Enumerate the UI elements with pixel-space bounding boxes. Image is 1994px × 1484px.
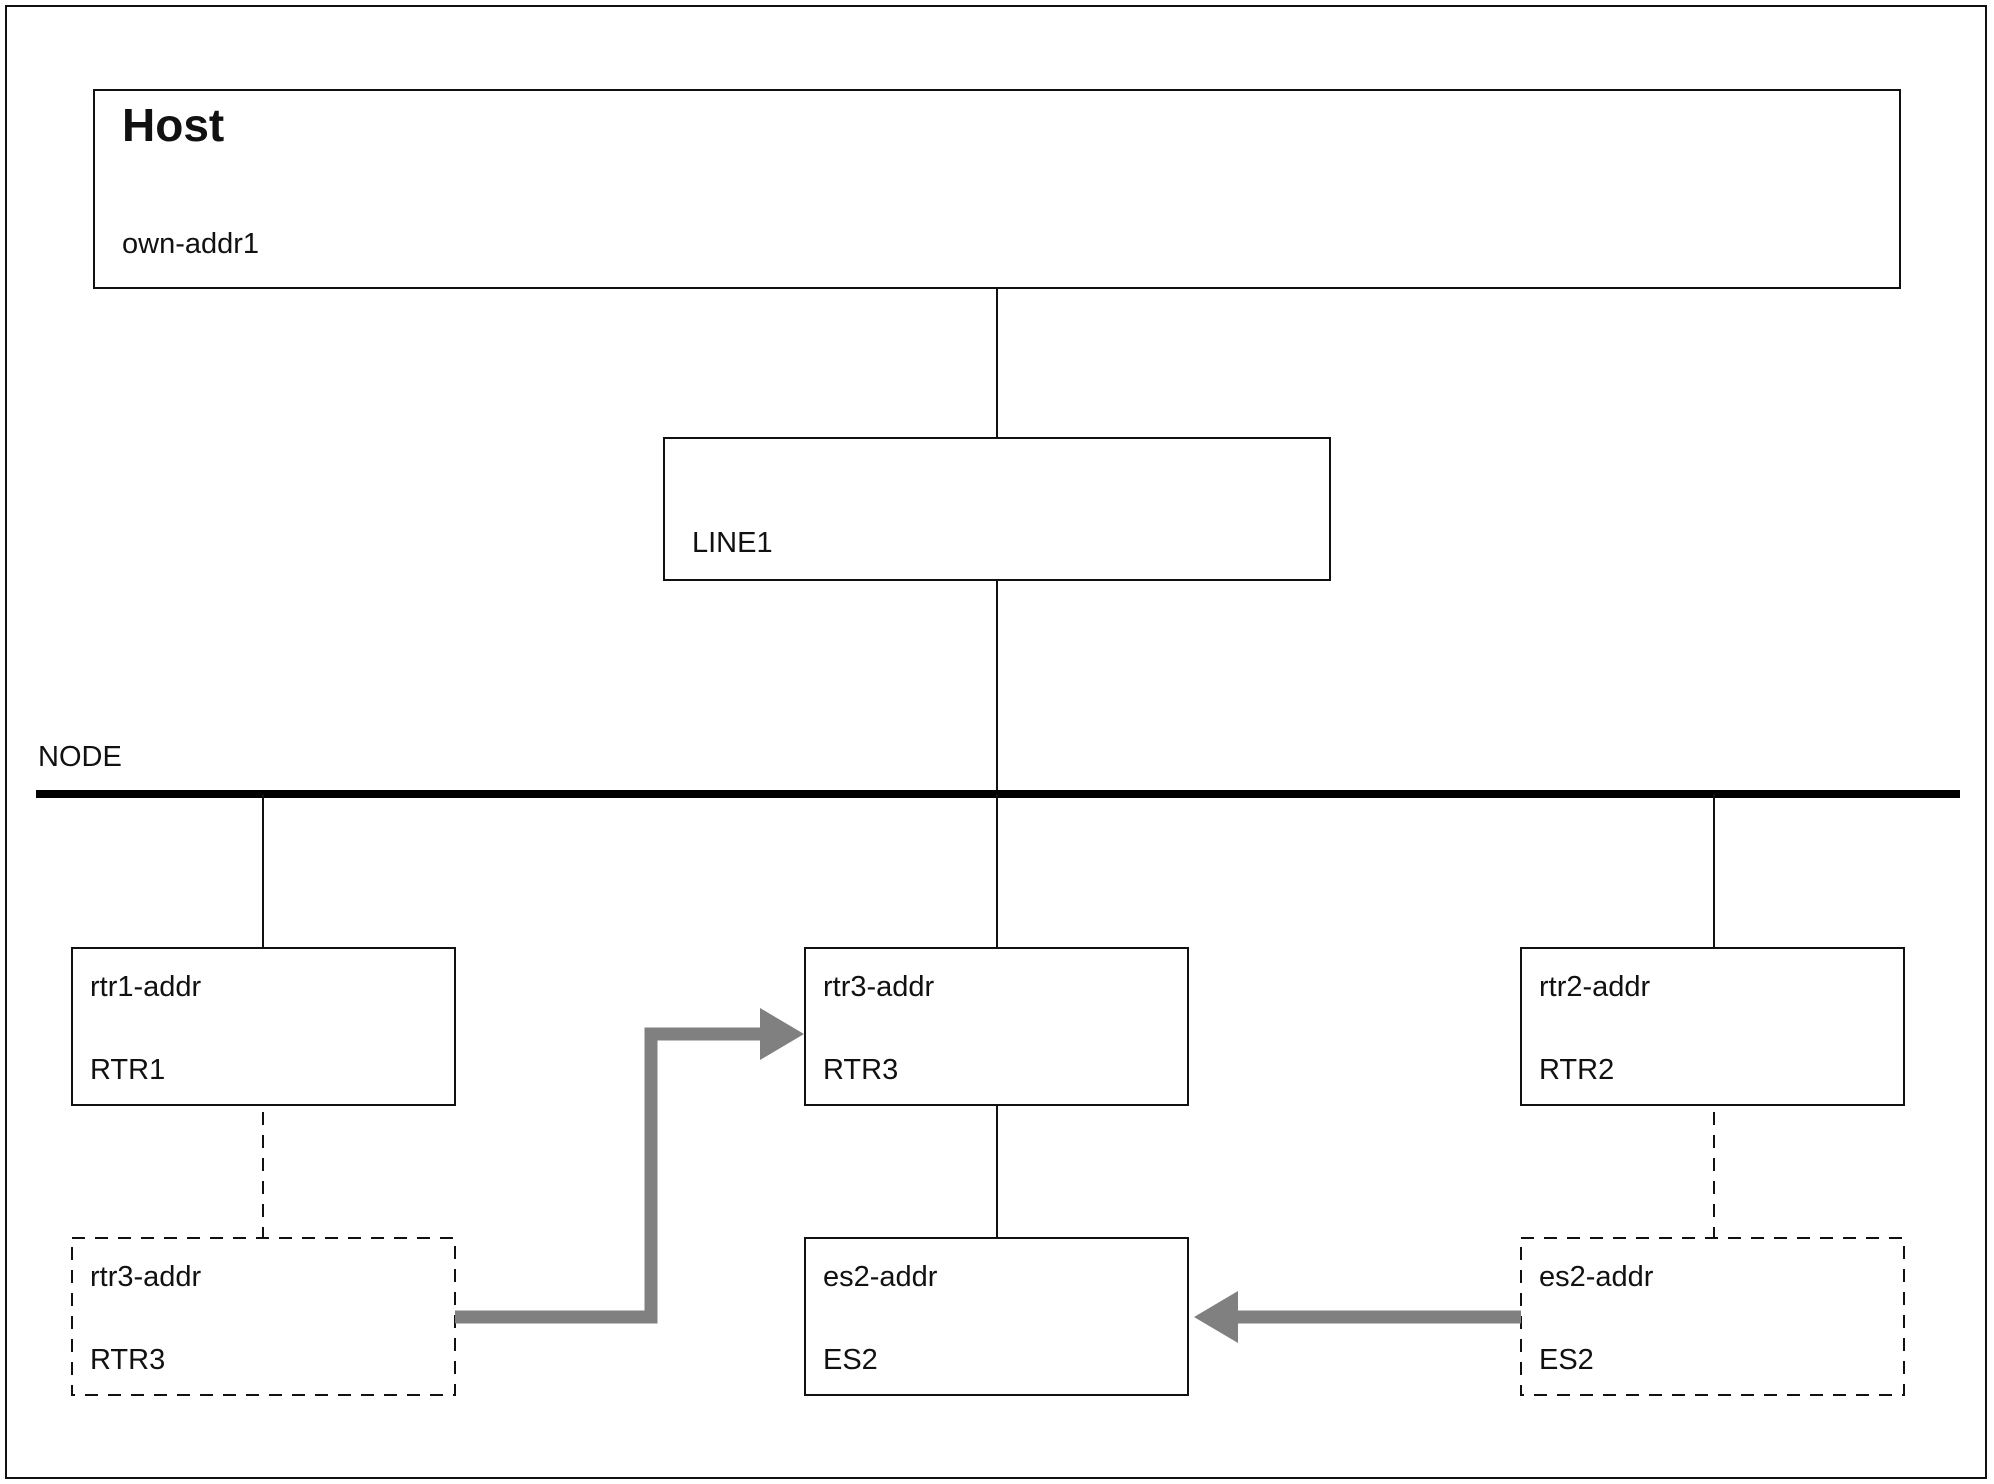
remote-entry-name: ES2	[1539, 1344, 1594, 1376]
arrow-to-es2-head	[1194, 1291, 1238, 1343]
end-system-box-outline	[804, 1237, 1189, 1396]
router-box-rtr3: rtr3-addr RTR3	[804, 947, 1189, 1106]
line-label: LINE1	[692, 527, 773, 559]
line-box-outline	[663, 437, 1331, 581]
router-name: RTR2	[1539, 1054, 1614, 1086]
remote-entry-rtr3: rtr3-addr RTR3	[71, 1237, 456, 1396]
host-box: Host own-addr1	[93, 89, 1901, 289]
router-box-rtr1: rtr1-addr RTR1	[71, 947, 456, 1106]
arrow-to-rtr3-shaft	[455, 1027, 762, 1324]
node-label: NODE	[38, 741, 122, 773]
arrow-to-rtr3-head	[760, 1008, 804, 1060]
router-name: RTR3	[823, 1054, 898, 1086]
diagram-frame	[5, 5, 1987, 1479]
end-system-box: es2-addr ES2	[804, 1237, 1189, 1396]
router-name: RTR1	[90, 1054, 165, 1086]
router-box-rtr3-outline	[804, 947, 1189, 1106]
router-box-rtr1-outline	[71, 947, 456, 1106]
host-box-outline	[93, 89, 1901, 289]
line-box: LINE1	[663, 437, 1331, 581]
remote-entry-name: RTR3	[90, 1344, 165, 1376]
router-address: rtr3-addr	[823, 971, 935, 1003]
host-title: Host	[122, 99, 224, 151]
end-system-name: ES2	[823, 1344, 878, 1376]
arrow-to-rtr3	[455, 1008, 804, 1324]
router-box-rtr2-outline	[1520, 947, 1905, 1106]
end-system-address: es2-addr	[823, 1261, 938, 1293]
remote-entry-address: rtr3-addr	[90, 1261, 202, 1293]
router-box-rtr2: rtr2-addr RTR2	[1520, 947, 1905, 1106]
remote-entry-es2: es2-addr ES2	[1520, 1237, 1905, 1396]
remote-entry-address: es2-addr	[1539, 1261, 1654, 1293]
arrow-to-es2	[1194, 1291, 1521, 1343]
remote-entry-rtr3-outline	[71, 1237, 456, 1396]
host-address: own-addr1	[122, 228, 259, 260]
router-address: rtr2-addr	[1539, 971, 1651, 1003]
router-address: rtr1-addr	[90, 971, 202, 1003]
